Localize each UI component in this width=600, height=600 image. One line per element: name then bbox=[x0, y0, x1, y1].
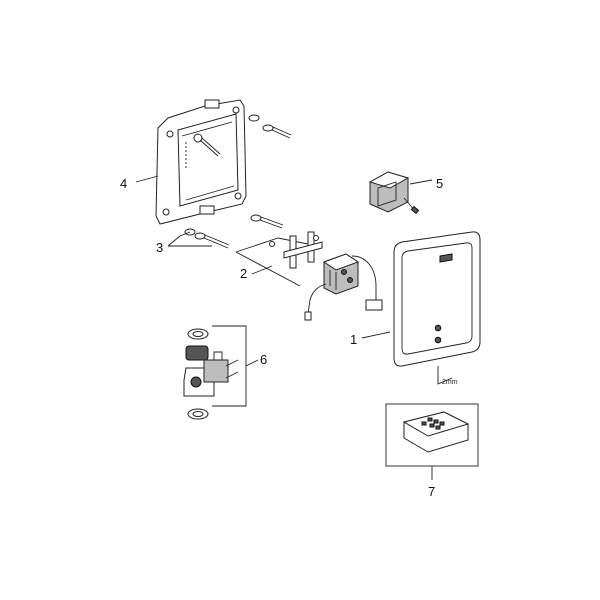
callout-4: 4 bbox=[120, 176, 127, 191]
leader-1 bbox=[361, 331, 391, 339]
callout-3: 3 bbox=[156, 240, 163, 255]
cable-size-label: 2mm bbox=[442, 379, 458, 386]
callout-6: 6 bbox=[260, 352, 267, 367]
remote-control-box bbox=[385, 403, 479, 467]
leader-6 bbox=[212, 325, 259, 407]
callout-7: 7 bbox=[428, 484, 435, 499]
callout-1: 1 bbox=[350, 332, 357, 347]
leader-4 bbox=[135, 175, 159, 183]
leader-5 bbox=[409, 179, 433, 185]
bracket-assembly bbox=[235, 231, 323, 287]
leader-2 bbox=[251, 265, 273, 275]
connector-box bbox=[304, 253, 383, 321]
cover-plate bbox=[393, 231, 481, 385]
frame-screws bbox=[184, 114, 292, 249]
callout-2: 2 bbox=[240, 266, 247, 281]
callout-5: 5 bbox=[436, 176, 443, 191]
mounting-frame bbox=[155, 99, 247, 225]
power-module bbox=[368, 171, 420, 215]
leader-3 bbox=[167, 231, 212, 247]
valve-assembly bbox=[183, 328, 239, 420]
